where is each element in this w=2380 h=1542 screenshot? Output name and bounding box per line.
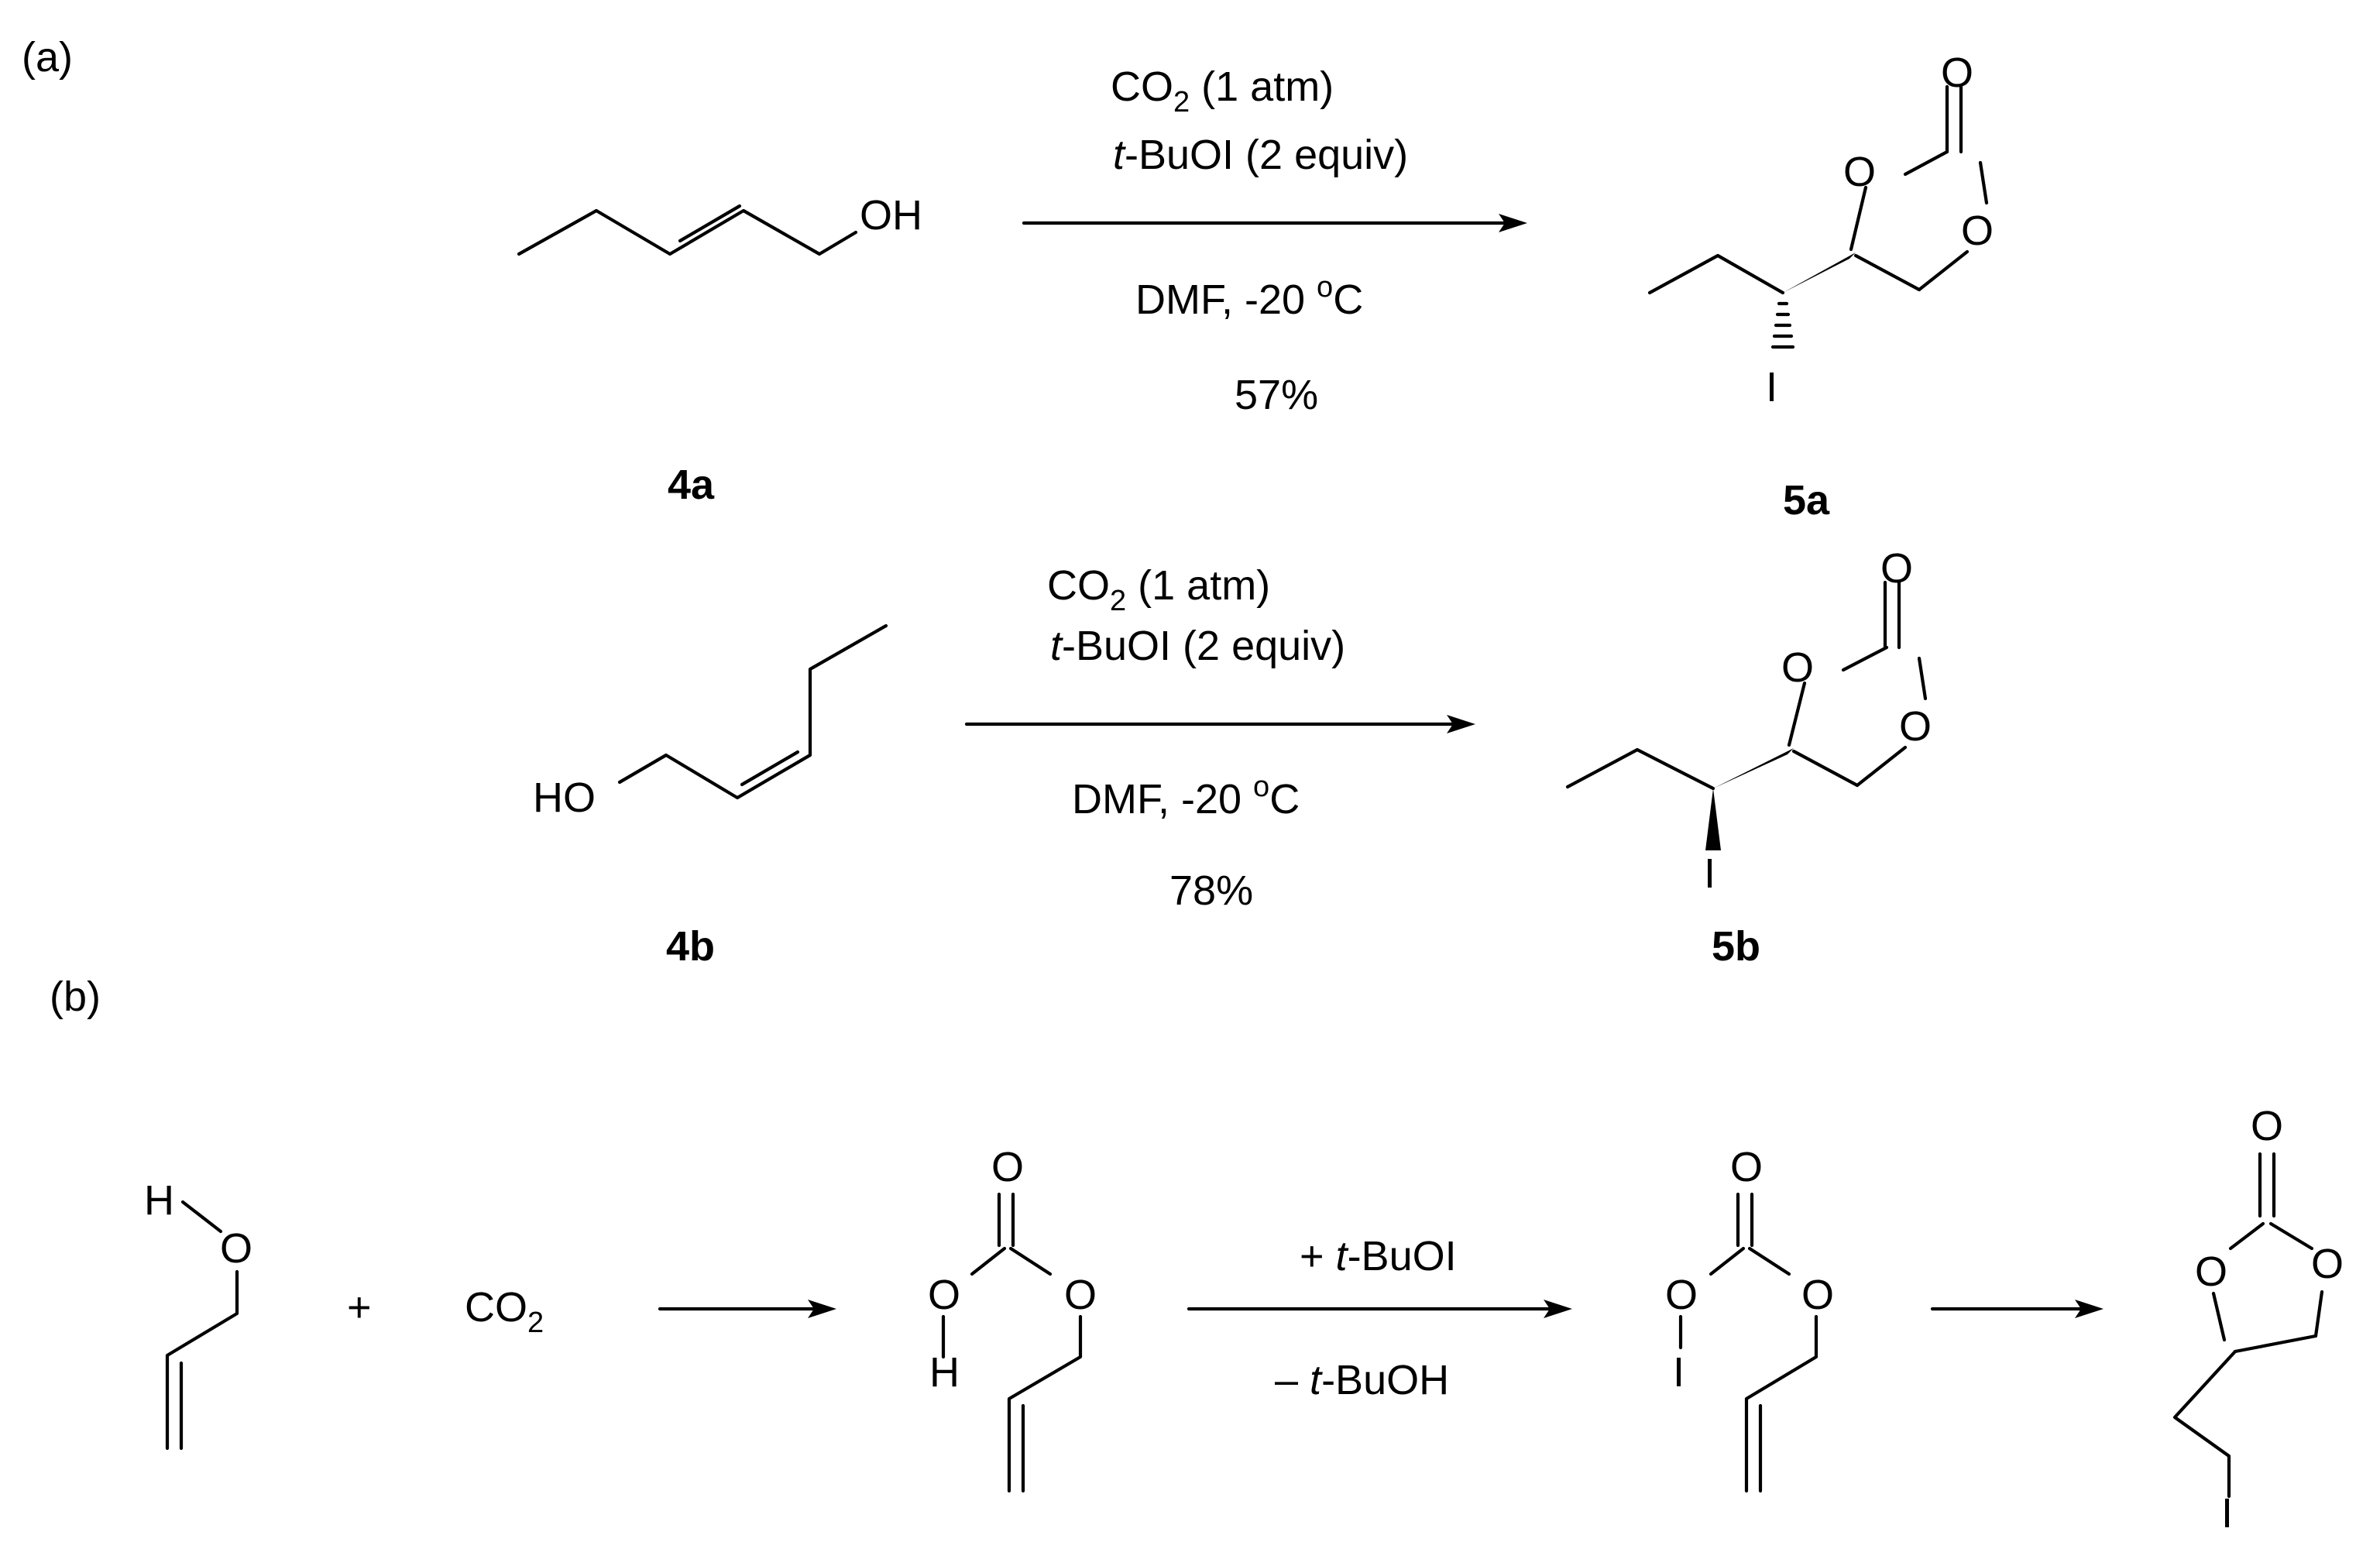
atom-h-acid: H: [929, 1349, 960, 1396]
atom-iodine-hypoiodite: I: [1673, 1349, 1685, 1396]
panel-label-b: (b): [50, 974, 101, 1020]
atom-ring-o1-5a: O: [1843, 149, 1876, 195]
atom-o-allyl-alcohol: O: [220, 1225, 252, 1272]
atom-o-oh-acid: O: [928, 1272, 960, 1318]
atom-o-oi-hypoiodite: O: [1665, 1272, 1698, 1318]
yield-b: 78%: [1169, 867, 1253, 914]
co2-reagent: CO2: [465, 1284, 544, 1339]
conditions-solvent-temp-b: DMF, -20 oC: [1072, 771, 1300, 823]
allyl-alcohol-structure: [165, 1200, 239, 1451]
reaction-arrow-a: [1022, 214, 1527, 232]
atom-h-allyl-alcohol: H: [144, 1177, 174, 1224]
atom-iodine-product: I: [2221, 1490, 2233, 1537]
mechanism-reagent-above: + t-BuOI: [1300, 1233, 1457, 1279]
atom-carbonyl-o-product: O: [2251, 1103, 2283, 1149]
reaction-arrow-b: [964, 715, 1475, 733]
compound-label-5b: 5b: [1712, 923, 1760, 970]
atom-ho-4b: HO: [533, 774, 596, 821]
product-5a-structure: [1647, 84, 1989, 349]
compound-label-4b: 4b: [666, 923, 715, 970]
mechanism-arrow-1: [658, 1300, 836, 1318]
atom-oh-4a: OH: [860, 192, 922, 239]
atom-ring-o2-5b: O: [1899, 703, 1932, 750]
compound-label-4a: 4a: [668, 462, 715, 508]
hypoiodite-intermediate-structure: [1678, 1192, 1818, 1493]
substrate-4b-structure: [617, 623, 888, 800]
mechanism-arrow-2: [1187, 1300, 1572, 1318]
plus-sign: +: [347, 1284, 372, 1331]
atom-ring-o2-product: O: [2311, 1241, 2344, 1287]
panel-label-a: (a): [22, 34, 73, 81]
reagent-tbuoi-a: t-BuOI (2 equiv): [1113, 132, 1408, 178]
atom-iodine-5a: I: [1766, 364, 1777, 410]
atom-carbonyl-o-hypoiodite: O: [1730, 1144, 1763, 1190]
atom-o-ester-acid: O: [1064, 1272, 1097, 1318]
iodomethyl-carbonate-structure: [2172, 1152, 2324, 1499]
reagent-tbuoi-b: t-BuOI (2 equiv): [1050, 623, 1345, 669]
substrate-4a-structure: [517, 204, 858, 256]
atom-o-ester-hypoiodite: O: [1801, 1272, 1834, 1318]
carbonic-acid-ester-structure: [941, 1192, 1083, 1493]
compound-label-5a: 5a: [1783, 477, 1830, 524]
atom-carbonyl-o-acid: O: [991, 1144, 1024, 1190]
reagent-co2-b: CO2 (1 atm): [1047, 562, 1270, 617]
atom-ring-o1-5b: O: [1781, 644, 1814, 691]
product-5b-structure: [1565, 580, 1928, 850]
reagent-co2-a: CO2 (1 atm): [1111, 64, 1334, 118]
atom-ring-o1-product: O: [2195, 1248, 2227, 1295]
mechanism-byproduct-below: – t-BuOH: [1275, 1357, 1449, 1403]
yield-a: 57%: [1235, 372, 1318, 418]
atom-ring-o2-5a: O: [1961, 208, 1994, 254]
conditions-solvent-temp-a: DMF, -20 oC: [1135, 271, 1363, 323]
atom-carbonyl-o-5b: O: [1880, 545, 1913, 592]
atom-carbonyl-o-5a: O: [1941, 50, 1973, 96]
atom-iodine-5b: I: [1704, 850, 1715, 897]
mechanism-arrow-3: [1930, 1300, 2104, 1318]
